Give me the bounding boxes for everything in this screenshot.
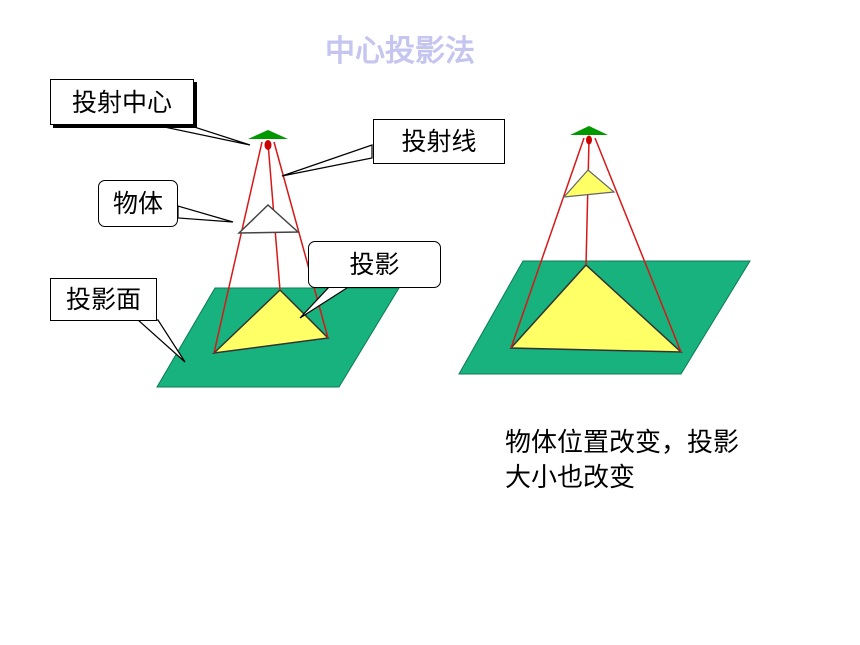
pointer-object	[177, 205, 234, 223]
projection-rays-right	[510, 137, 682, 353]
light-source-icon-right	[570, 126, 608, 135]
pointer-rays	[281, 144, 373, 177]
object-triangle-right	[562, 169, 616, 198]
label-object: 物体	[98, 180, 178, 227]
object-triangle-left	[237, 203, 300, 234]
label-projection: 投影	[308, 241, 441, 288]
label-projection-rays: 投射线	[373, 119, 505, 164]
projection-center-icon	[248, 130, 288, 139]
pointer-plane	[136, 319, 186, 363]
caption-text: 物体位置改变，投影大小也改变	[505, 428, 740, 493]
left-scene	[156, 130, 400, 388]
right-scene	[458, 126, 751, 375]
light-source-dot-left	[264, 140, 272, 150]
projection-shadow-right	[509, 263, 683, 353]
label-projection-center: 投射中心	[50, 79, 194, 125]
label-projection-plane: 投影面	[50, 278, 157, 321]
light-source-dot-right	[586, 135, 592, 145]
pointer-center	[149, 123, 251, 146]
page-title: 中心投影法	[325, 34, 475, 69]
